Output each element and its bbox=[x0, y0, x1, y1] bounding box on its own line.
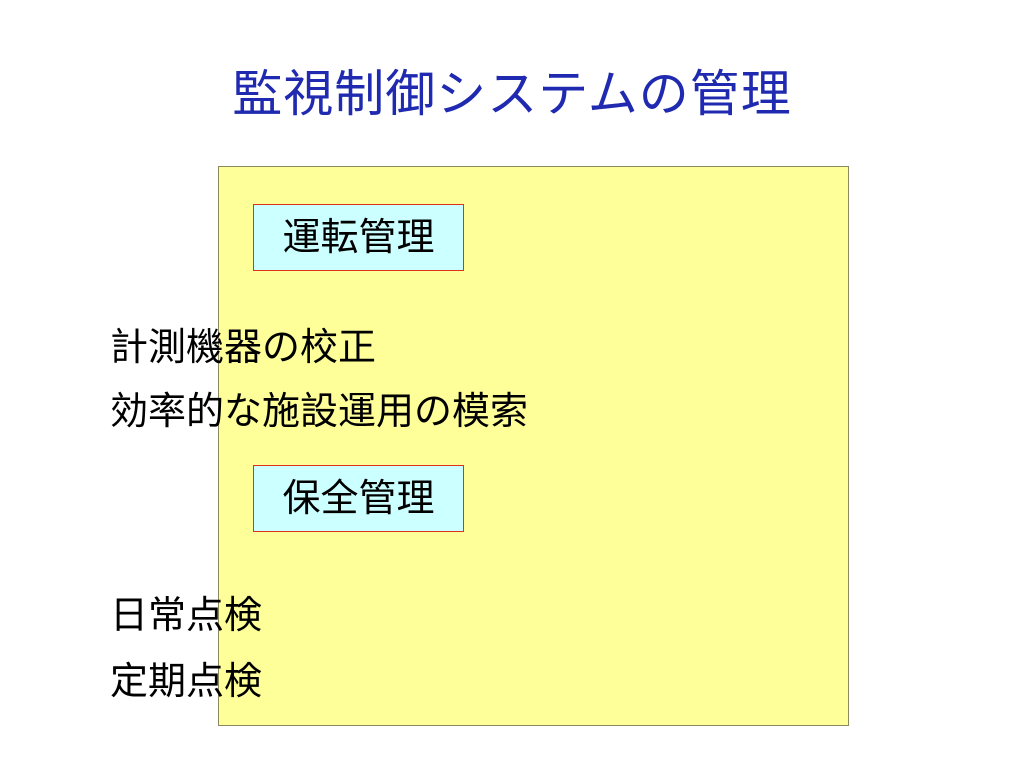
list-item: 定期点検 bbox=[110, 659, 263, 703]
list-item: 日常点検 bbox=[110, 593, 263, 637]
list-item: 計測機器の校正 bbox=[110, 325, 377, 369]
section-heading-operation: 運転管理 bbox=[253, 204, 464, 271]
slide-title: 監視制御システムの管理 bbox=[232, 65, 792, 123]
section-heading-maintenance: 保全管理 bbox=[253, 465, 464, 532]
list-item: 効率的な施設運用の模索 bbox=[110, 389, 529, 433]
